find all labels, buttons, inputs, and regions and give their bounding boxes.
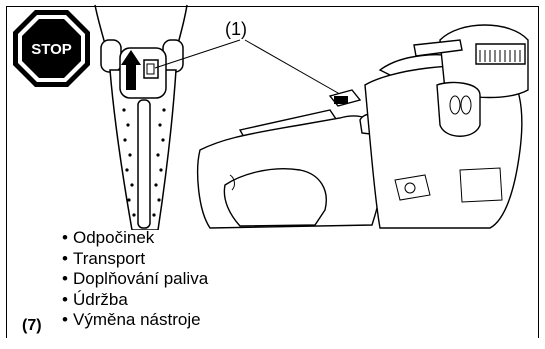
list-item: Údržba bbox=[62, 290, 208, 311]
stop-sign-text: STOP bbox=[31, 41, 72, 58]
machine-body bbox=[198, 25, 528, 228]
figure-number: (7) bbox=[22, 317, 42, 335]
list-item: Odpočinek bbox=[62, 228, 208, 249]
leader-line-right bbox=[245, 40, 345, 97]
stop-sign: STOP bbox=[13, 10, 90, 87]
usage-list: Odpočinek Transport Doplňování paliva Úd… bbox=[62, 228, 208, 331]
list-item: Transport bbox=[62, 249, 208, 270]
callout-label: (1) bbox=[225, 19, 247, 40]
list-item: Doplňování paliva bbox=[62, 269, 208, 290]
list-item: Výměna nástroje bbox=[62, 310, 208, 331]
handle-closeup bbox=[95, 5, 187, 230]
